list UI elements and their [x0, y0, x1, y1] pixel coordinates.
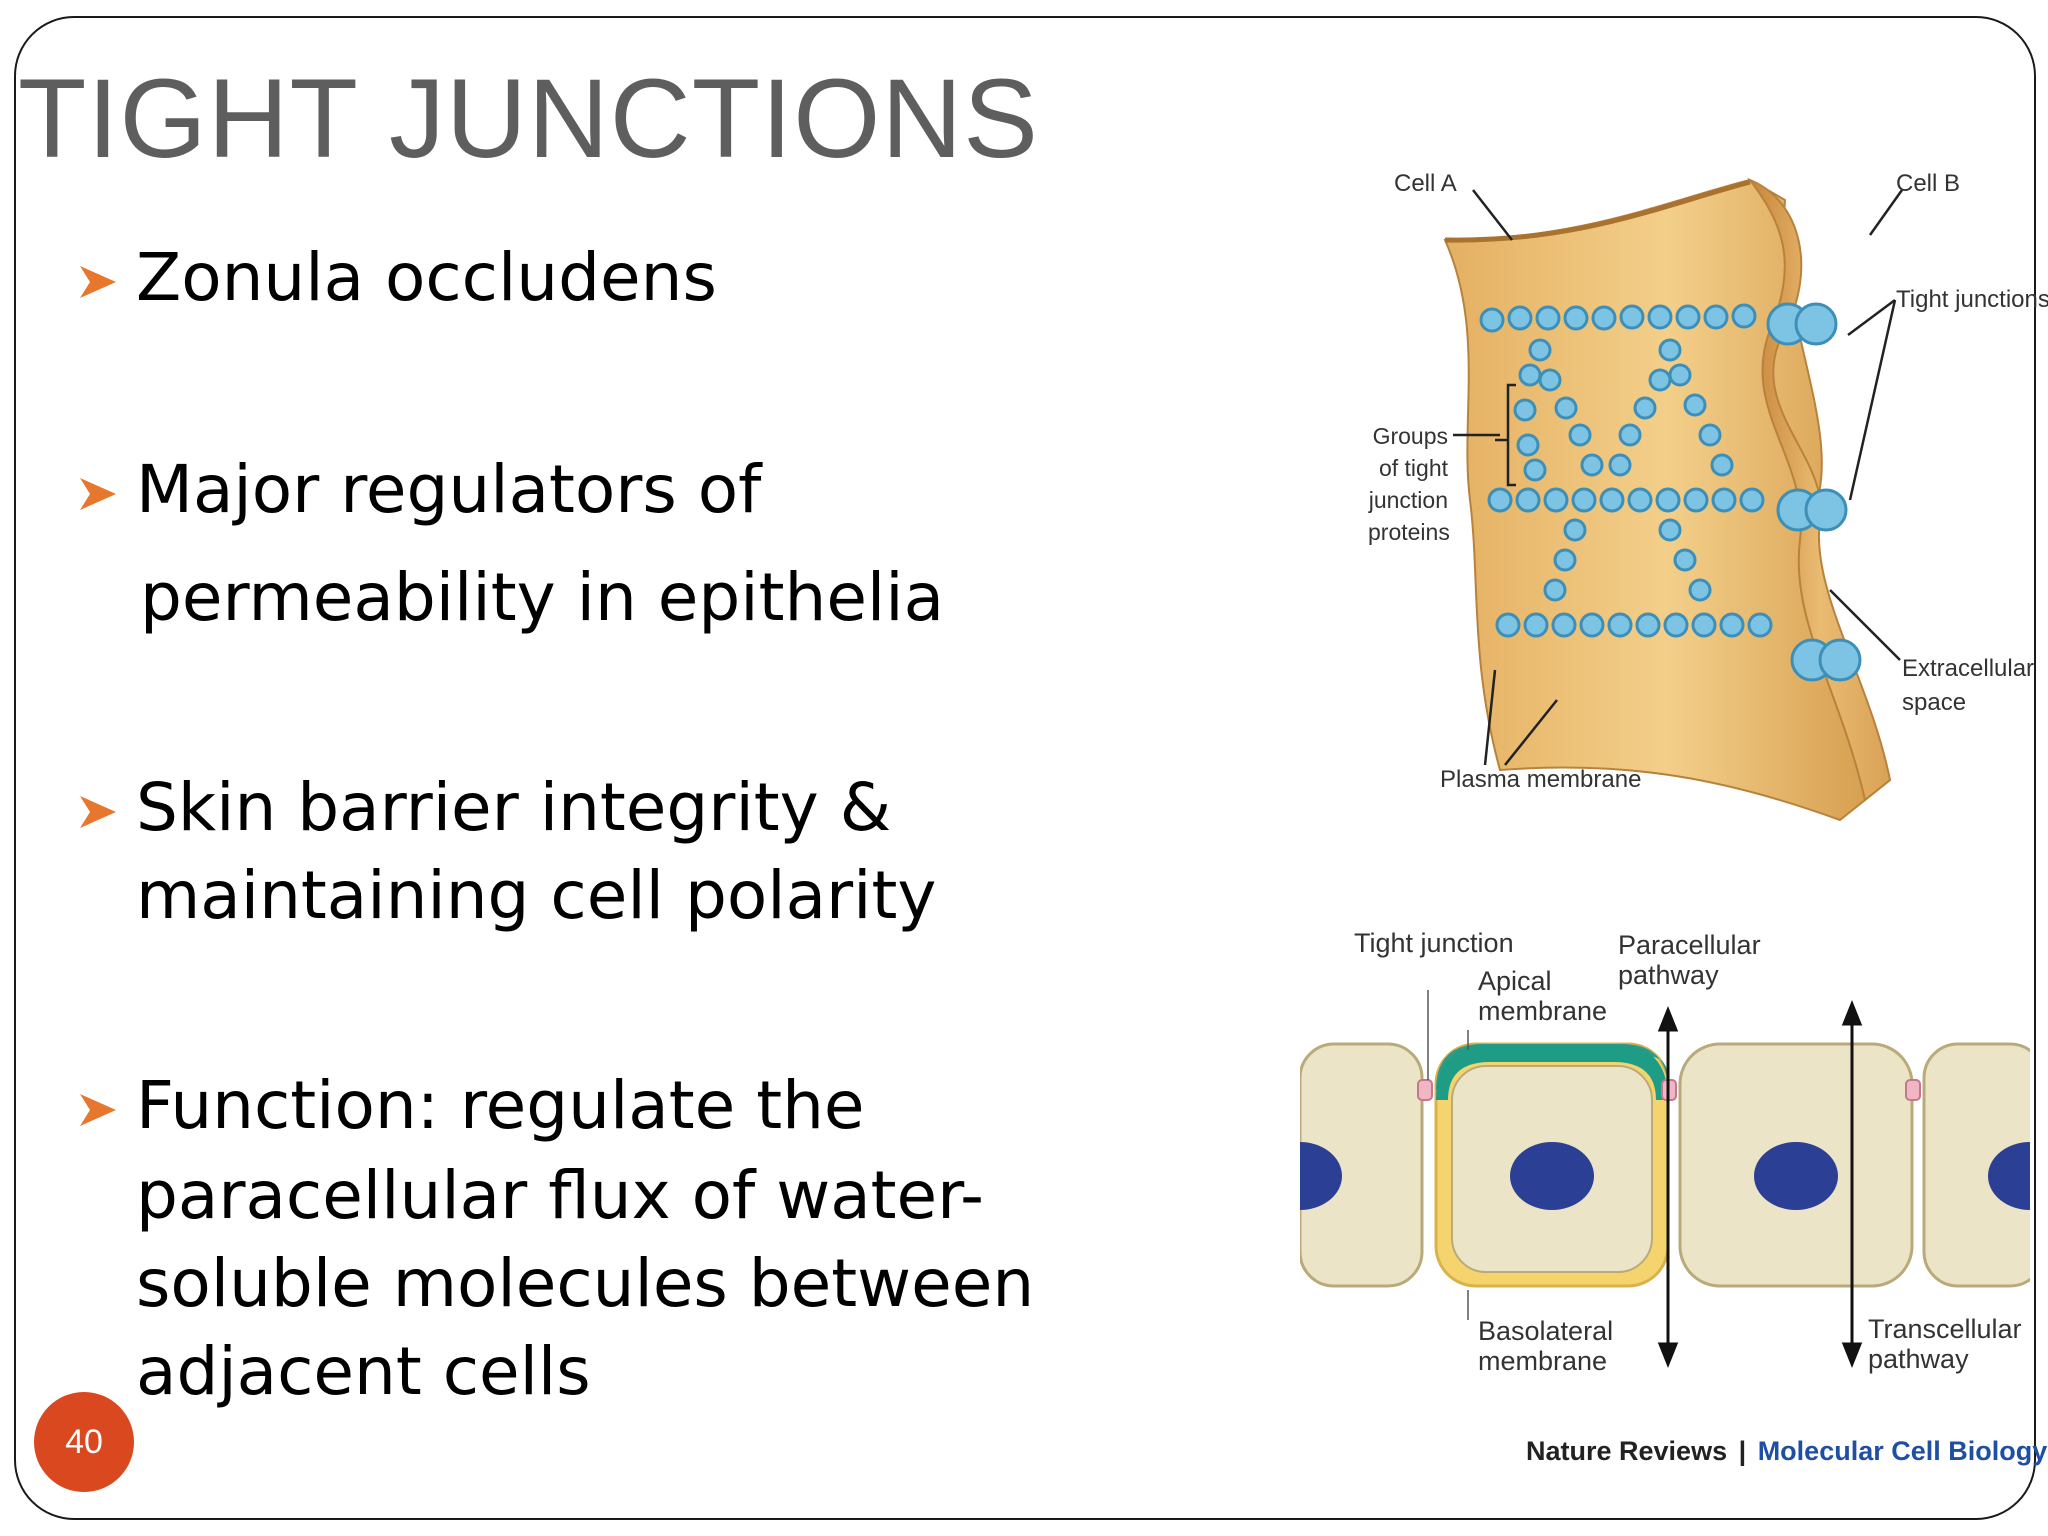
label-cell-a: Cell A — [1394, 170, 1457, 197]
label-tight-junction: Tight junction — [1354, 928, 1514, 958]
label-transcellular-line-2: pathway — [1868, 1344, 1969, 1374]
label-paracellular-line-1: Paracellular — [1618, 930, 1761, 960]
slide-title: TIGHT JUNCTIONS — [18, 56, 1039, 181]
label-groups: Groups of tight junction proteins — [1368, 420, 1450, 548]
label-groups-line-3: junction — [1368, 487, 1448, 513]
bullet-arrow-icon — [80, 1094, 116, 1126]
bullet-4-line-4: adjacent cells — [136, 1333, 591, 1410]
tight-junction-illustration — [1443, 177, 1904, 822]
label-apical-line-2: membrane — [1478, 996, 1608, 1026]
bullet-arrow-icon — [80, 266, 116, 298]
label-groups-line-4: proteins — [1368, 519, 1450, 545]
figure-credit: Nature Reviews | Molecular Cell Biology — [1526, 1436, 2047, 1467]
label-transcellular: Transcellular pathway — [1868, 1314, 2022, 1374]
bullet-2-line-2: permeability in epithelia — [140, 559, 945, 636]
bullet-4-line-1: Function: regulate the — [136, 1067, 865, 1144]
page-number-badge: 40 — [34, 1392, 134, 1492]
label-extracellular: Extracellular space — [1902, 652, 2034, 720]
label-tight-junctions: Tight junctions — [1896, 286, 2048, 313]
label-apical: Apical membrane — [1478, 966, 1607, 1026]
bullet-4-line-3: soluble molecules between — [136, 1245, 1035, 1322]
label-paracellular-line-2: pathway — [1618, 960, 1719, 990]
label-groups-line-1: Groups — [1372, 423, 1448, 449]
bullet-2-line-1: Major regulators of — [136, 451, 762, 528]
credit-journal: Nature Reviews — [1526, 1436, 1728, 1466]
bullet-arrow-icon — [80, 478, 116, 510]
label-groups-line-2: of tight — [1378, 455, 1448, 481]
label-apical-line-1: Apical — [1478, 966, 1552, 996]
bullet-1-line-1: Zonula occludens — [136, 239, 717, 316]
bullet-3-line-2: maintaining cell polarity — [136, 857, 937, 934]
bullet-3-line-1: Skin barrier integrity & — [136, 769, 892, 846]
credit-separator: | — [1738, 1436, 1747, 1466]
credit-title: Molecular Cell Biology — [1757, 1436, 2048, 1466]
label-basolateral: Basolateral membrane — [1478, 1316, 1613, 1376]
label-basolateral-line-1: Basolateral — [1478, 1316, 1614, 1346]
label-plasma-membrane: Plasma membrane — [1440, 766, 1642, 793]
paracellular-pathway-diagram — [1300, 990, 2030, 1369]
label-extracellular-line-2: space — [1902, 689, 1967, 716]
label-transcellular-line-1: Transcellular — [1868, 1314, 2022, 1344]
bullet-arrow-icon — [80, 796, 116, 828]
label-cell-b: Cell B — [1896, 170, 1961, 197]
label-basolateral-line-2: membrane — [1478, 1346, 1608, 1376]
bullet-4-line-2: paracellular flux of water- — [136, 1157, 984, 1234]
label-paracellular: Paracellular pathway — [1618, 930, 1761, 990]
label-extracellular-line-1: Extracellular — [1902, 655, 2035, 682]
